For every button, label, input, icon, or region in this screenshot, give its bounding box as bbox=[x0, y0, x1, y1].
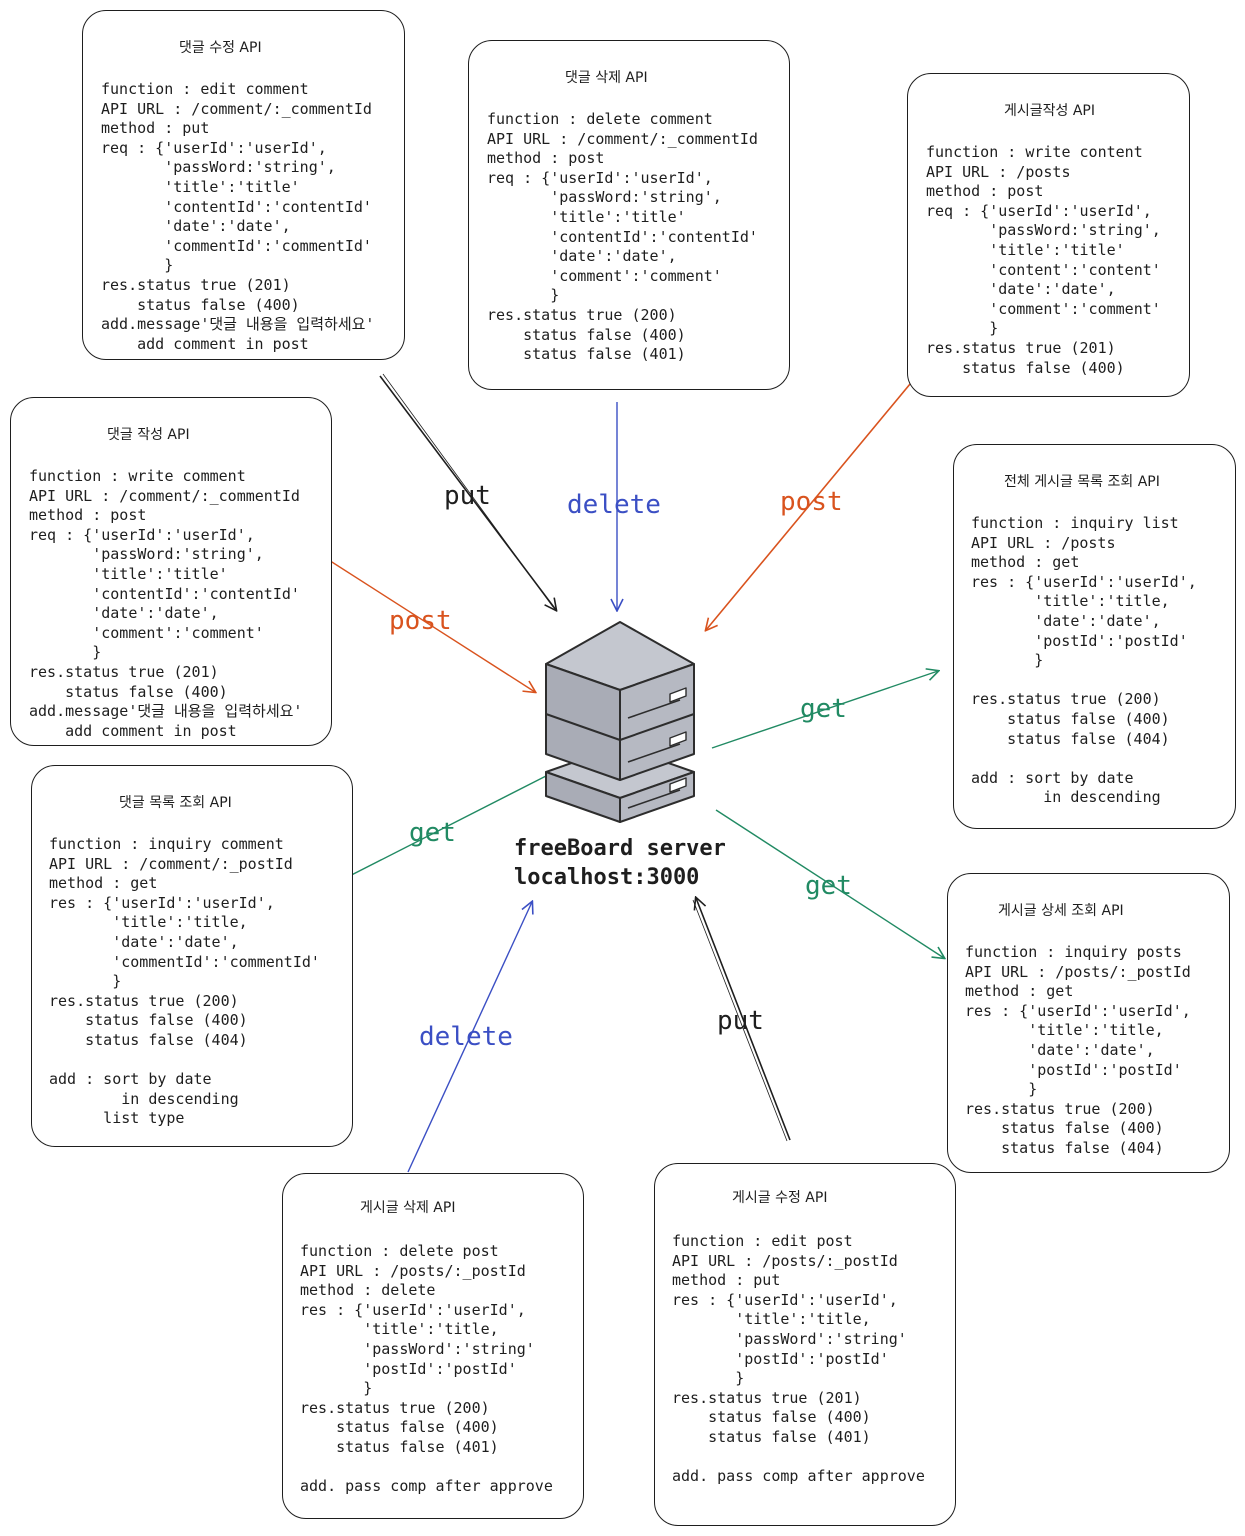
get-label-right: get bbox=[800, 694, 847, 724]
post-label-left: post bbox=[389, 606, 452, 636]
comment-list-api-card: 댓글 목록 조회 API function : inquiry comment … bbox=[31, 765, 353, 1147]
card-title: 게시글 삭제 API bbox=[360, 1200, 456, 1216]
card-title: 댓글 목록 조회 API bbox=[119, 795, 232, 811]
delete-arrow-bottom bbox=[407, 902, 532, 1173]
card-title: 게시글 수정 API bbox=[732, 1190, 828, 1206]
card-title: 댓글 작성 API bbox=[107, 427, 190, 443]
card-body: function : inquiry posts API URL : /post… bbox=[965, 943, 1191, 1157]
put-label-top: put bbox=[444, 481, 491, 511]
get-label-bottom-right: get bbox=[805, 871, 852, 901]
post-arrow-top bbox=[706, 371, 921, 630]
server-label: freeBoard server localhost:3000 bbox=[514, 834, 726, 892]
card-title: 게시글 상세 조회 API bbox=[998, 903, 1124, 919]
comment-delete-api-card: 댓글 삭제 API function : delete comment API … bbox=[468, 40, 790, 390]
card-body: function : write content API URL : /post… bbox=[926, 143, 1161, 377]
card-title: 전체 게시글 목록 조회 API bbox=[1004, 474, 1160, 490]
put-label-bottom: put bbox=[717, 1006, 764, 1036]
get-arrow-right bbox=[711, 671, 938, 749]
post-write-api-card: 게시글작성 API function : write content API U… bbox=[907, 73, 1190, 397]
card-body: function : inquiry comment API URL : /co… bbox=[49, 835, 320, 1128]
get-arrow-left bbox=[322, 775, 547, 890]
post-edit-api-card: 게시글 수정 API function : edit post API URL … bbox=[654, 1163, 956, 1526]
post-arrow-left bbox=[309, 547, 535, 692]
server-name: freeBoard server bbox=[514, 836, 726, 861]
put-arrow-bottom bbox=[696, 898, 791, 1141]
server-stack-icon bbox=[545, 621, 695, 823]
card-body: function : edit post API URL : /posts/:_… bbox=[672, 1232, 925, 1486]
card-body: function : delete comment API URL : /com… bbox=[487, 110, 758, 364]
post-delete-api-card: 게시글 삭제 API function : delete post API UR… bbox=[282, 1173, 584, 1519]
comment-edit-api-card: 댓글 수정 API function : edit comment API UR… bbox=[82, 10, 405, 360]
post-label-top: post bbox=[780, 487, 843, 517]
card-title: 댓글 삭제 API bbox=[565, 70, 648, 86]
get-label-left: get bbox=[409, 818, 456, 848]
card-body: function : delete post API URL : /posts/… bbox=[300, 1242, 553, 1496]
get-arrow-bottom-right bbox=[715, 809, 944, 958]
post-detail-api-card: 게시글 상세 조회 API function : inquiry posts A… bbox=[947, 873, 1230, 1173]
card-body: function : edit comment API URL : /comme… bbox=[101, 80, 375, 353]
card-title: 댓글 수정 API bbox=[179, 40, 262, 56]
delete-label-bottom: delete bbox=[419, 1022, 513, 1052]
server-address: localhost:3000 bbox=[514, 865, 700, 890]
comment-write-api-card: 댓글 작성 API function : write comment API U… bbox=[10, 397, 332, 746]
card-body: function : inquiry list API URL : /posts… bbox=[971, 514, 1197, 807]
post-list-api-card: 전체 게시글 목록 조회 API function : inquiry list… bbox=[953, 444, 1236, 829]
card-title: 게시글작성 API bbox=[1004, 103, 1095, 119]
card-body: function : write comment API URL : /comm… bbox=[29, 467, 303, 740]
delete-label-top: delete bbox=[567, 490, 661, 520]
